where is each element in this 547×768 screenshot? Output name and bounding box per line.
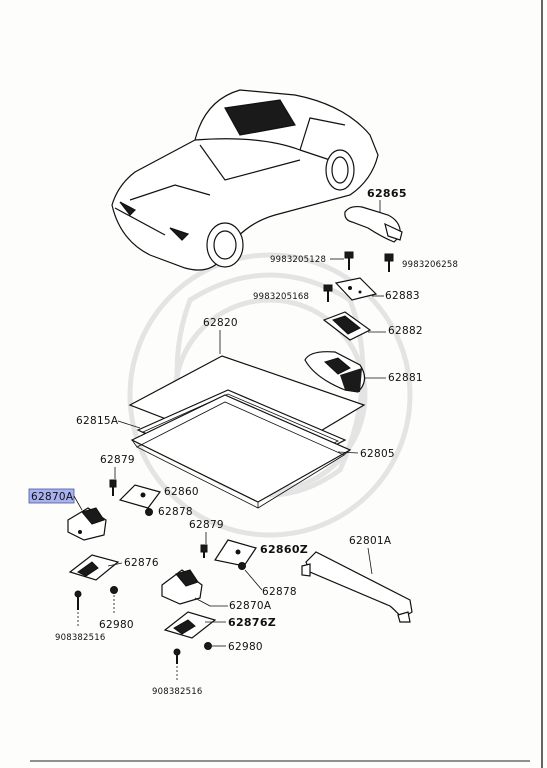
screw-908382516-b (173, 648, 181, 664)
leader-62805 (337, 451, 359, 454)
screw-9983205128 (344, 251, 354, 270)
car-illustration (111, 89, 379, 271)
label-62980-a: 62980 (99, 619, 134, 631)
part-62860Z-bracket (214, 539, 257, 567)
label-62881: 62881 (388, 372, 423, 384)
label-62876Z: 62876Z (228, 616, 276, 629)
label-908382516-b: 908382516 (152, 687, 202, 697)
label-62860: 62860 (164, 486, 199, 498)
leader-62870A-a (73, 495, 83, 511)
part-62801A-rail (301, 551, 413, 623)
screw-62879-a (109, 479, 117, 496)
screw-908382516-a (74, 590, 82, 610)
label-62870A-highlighted[interactable]: 62870A (31, 491, 74, 503)
label-62870A-b: 62870A (229, 600, 272, 612)
label-62980-b: 62980 (228, 641, 263, 653)
label-908382516-a: 908382516 (55, 633, 105, 643)
screw-62980-a (110, 586, 118, 594)
label-62879-a: 62879 (100, 454, 135, 466)
label-62860Z: 62860Z (260, 543, 308, 556)
label-62801A: 62801A (349, 535, 392, 547)
part-62865-handle (344, 205, 403, 243)
screw-9983206258 (384, 253, 394, 272)
screw-62980-b (204, 642, 212, 650)
part-62805-frame (130, 394, 352, 509)
label-9983205128: 9983205128 (270, 255, 326, 265)
label-9983206258: 9983206258 (402, 260, 458, 270)
part-62860-bracket (118, 484, 162, 509)
part-62882-bracket (322, 311, 372, 341)
label-62805: 62805 (360, 448, 395, 460)
leader-62878-b (244, 569, 263, 591)
screw-62878-a (145, 508, 153, 516)
part-62881-cover (304, 351, 366, 393)
leader-62815A (117, 420, 141, 429)
leader-62870A-b (194, 597, 211, 607)
leader-62876 (107, 562, 123, 567)
label-62882: 62882 (388, 325, 423, 337)
part-62870A-hinge-b (161, 569, 203, 605)
leader-62801A (367, 547, 373, 575)
label-62878-a: 62878 (158, 506, 193, 518)
screw-9983205168 (323, 284, 333, 302)
screw-62878-b (238, 562, 246, 570)
label-62815A: 62815A (76, 415, 119, 427)
label-62883: 62883 (385, 290, 420, 302)
part-62876Z-plate (163, 611, 217, 639)
part-62876-plate (68, 554, 120, 581)
label-62879-b: 62879 (189, 519, 224, 531)
label-9983205168: 9983205168 (253, 292, 309, 302)
part-62870A-hinge-a (67, 507, 107, 541)
label-62865: 62865 (367, 187, 407, 200)
label-62820: 62820 (203, 317, 238, 329)
part-62883-plate (334, 277, 378, 301)
label-62876: 62876 (124, 557, 159, 569)
label-62878-b: 62878 (262, 586, 297, 598)
screw-62879-b (200, 544, 208, 558)
